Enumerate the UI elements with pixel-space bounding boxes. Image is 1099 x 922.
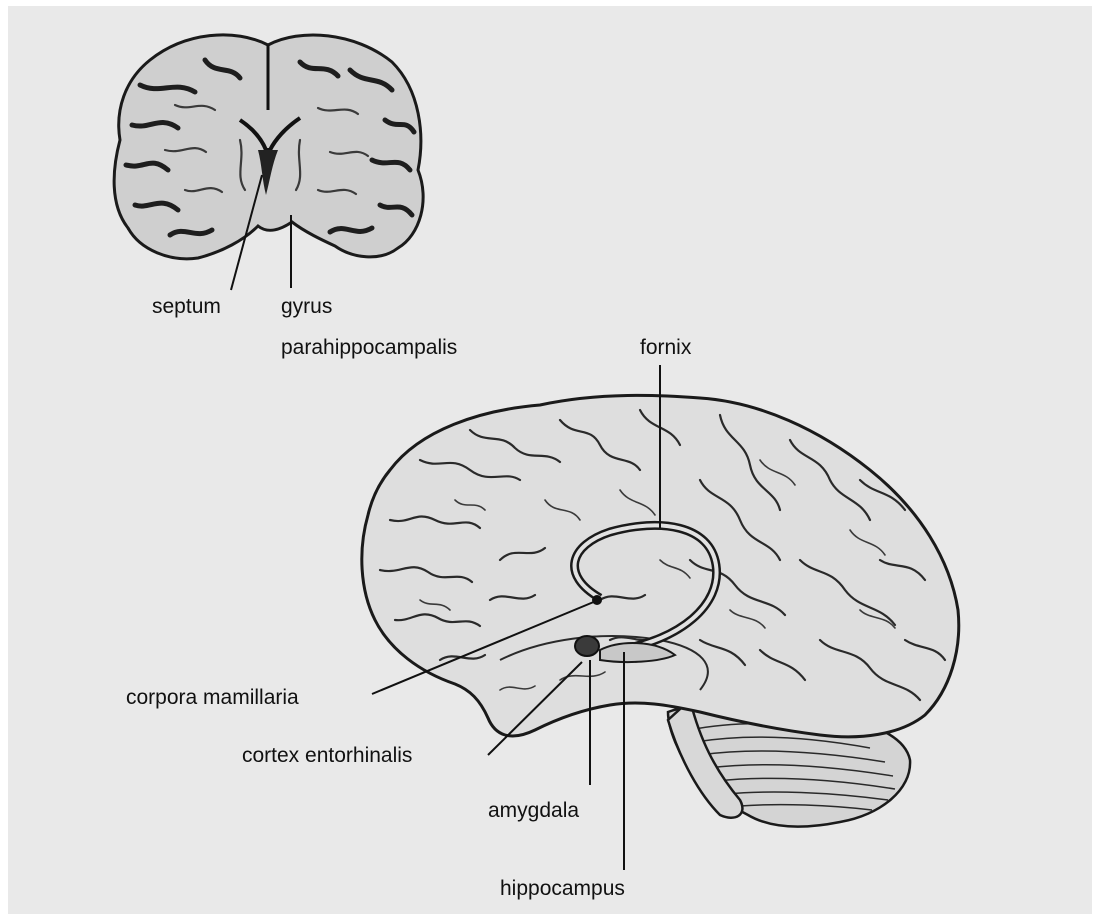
label-parahippocampalis: parahippocampalis: [281, 336, 457, 359]
label-fornix: fornix: [640, 336, 692, 359]
amygdala-structure: [575, 636, 599, 656]
label-hippocampus: hippocampus: [500, 877, 625, 900]
label-septum: septum: [152, 295, 221, 318]
label-amygdala: amygdala: [488, 799, 579, 822]
label-cortex-entorhinalis: cortex entorhinalis: [242, 744, 412, 767]
label-gyrus: gyrus: [281, 295, 332, 318]
corpora-mamillaria-structure: [592, 595, 602, 605]
coronal-brain-section: [114, 35, 423, 259]
label-corpora-mamillaria: corpora mamillaria: [126, 686, 299, 709]
